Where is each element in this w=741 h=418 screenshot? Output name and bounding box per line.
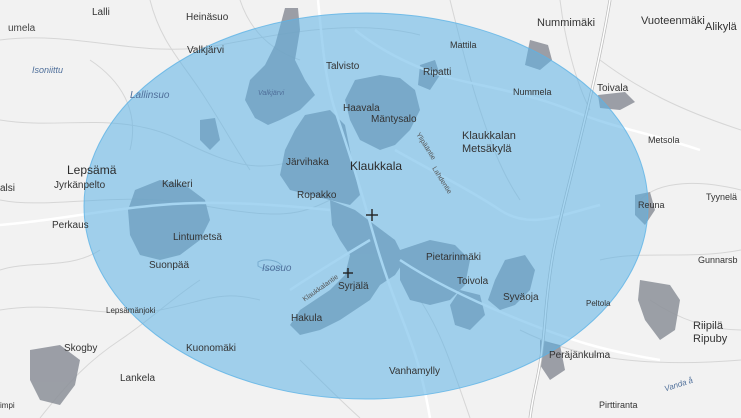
label-jarvihaka: Järvihaka xyxy=(286,157,329,168)
label-valkjarvi: Valkjärvi xyxy=(187,45,225,56)
label-valkjarvi-lake: Valkjärvi xyxy=(258,90,285,97)
label-impi: impi xyxy=(0,401,15,410)
label-nummimaki: Nummimäki xyxy=(537,17,596,29)
label-kuonomaki: Kuonomäki xyxy=(186,343,237,354)
label-syrjala: Syrjälä xyxy=(338,281,369,292)
label-lepsama: Lepsämä xyxy=(67,163,117,177)
label-riipila-ripuby: Riipilä Ripuby xyxy=(693,320,728,346)
label-lintumetsa: Lintumetsä xyxy=(173,232,222,243)
label-skogby: Skogby xyxy=(64,343,98,354)
label-lepsamanjoki: Lepsämänjoki xyxy=(106,306,156,315)
label-heinasuo: Heinäsuo xyxy=(186,12,229,23)
label-isoniittu: Isoniittu xyxy=(32,65,64,75)
label-haavala: Haavala xyxy=(343,103,380,114)
center-crosshair-icon[interactable] xyxy=(366,209,378,221)
label-lallinsuo: Lallinsuo xyxy=(130,90,170,101)
label-ropakko: Ropakko xyxy=(297,190,337,201)
label-peltola: Peltola xyxy=(586,299,611,308)
label-metsola: Metsola xyxy=(648,135,680,145)
label-vuoteenmaki: Vuoteenmäki xyxy=(641,15,705,27)
label-alikyla: Alikylä xyxy=(705,21,737,33)
label-perajankulma: Peräjänkulma xyxy=(549,350,611,361)
label-toivala-east: Toivala xyxy=(597,83,629,94)
label-hakula: Hakula xyxy=(291,313,323,324)
label-isosuo: Isosuo xyxy=(262,263,292,274)
label-mantysalo: Mäntysalo xyxy=(371,114,417,125)
label-reuna: Reuna xyxy=(638,200,665,210)
label-lalli: Lalli xyxy=(92,7,110,18)
label-jyrkanpelto: Jyrkänpelto xyxy=(54,180,106,191)
label-tyynela: Tyynelä xyxy=(706,192,738,202)
label-ripatti: Ripatti xyxy=(423,67,452,78)
label-suonpaa: Suonpää xyxy=(149,260,190,271)
label-perkaus: Perkaus xyxy=(52,220,89,231)
label-gunnars: Gunnarsb xyxy=(698,255,738,265)
label-nummela: Nummela xyxy=(513,87,552,97)
label-syvaoja: Syväoja xyxy=(503,292,539,303)
secondary-crosshair-icon[interactable] xyxy=(343,268,353,278)
label-alsi: alsi xyxy=(0,183,16,194)
label-klaukkalan-metsakyla: Klaukkalan Metsäkylä xyxy=(462,130,516,156)
label-pietarinmaki: Pietarinmäki xyxy=(426,252,482,263)
label-kalkeri: Kalkeri xyxy=(162,179,193,190)
label-vanhamylly: Vanhamylly xyxy=(389,366,440,377)
label-talvisto: Talvisto xyxy=(326,61,360,72)
label-lankela: Lankela xyxy=(120,373,156,384)
label-toivola: Toivola xyxy=(457,276,489,287)
label-pirttiranta: Pirttiranta xyxy=(599,400,638,410)
search-radius-area xyxy=(83,12,649,400)
label-klaukkala: Klaukkala xyxy=(350,159,403,173)
label-umela: umela xyxy=(8,23,36,34)
label-mattila: Mattila xyxy=(450,40,477,50)
